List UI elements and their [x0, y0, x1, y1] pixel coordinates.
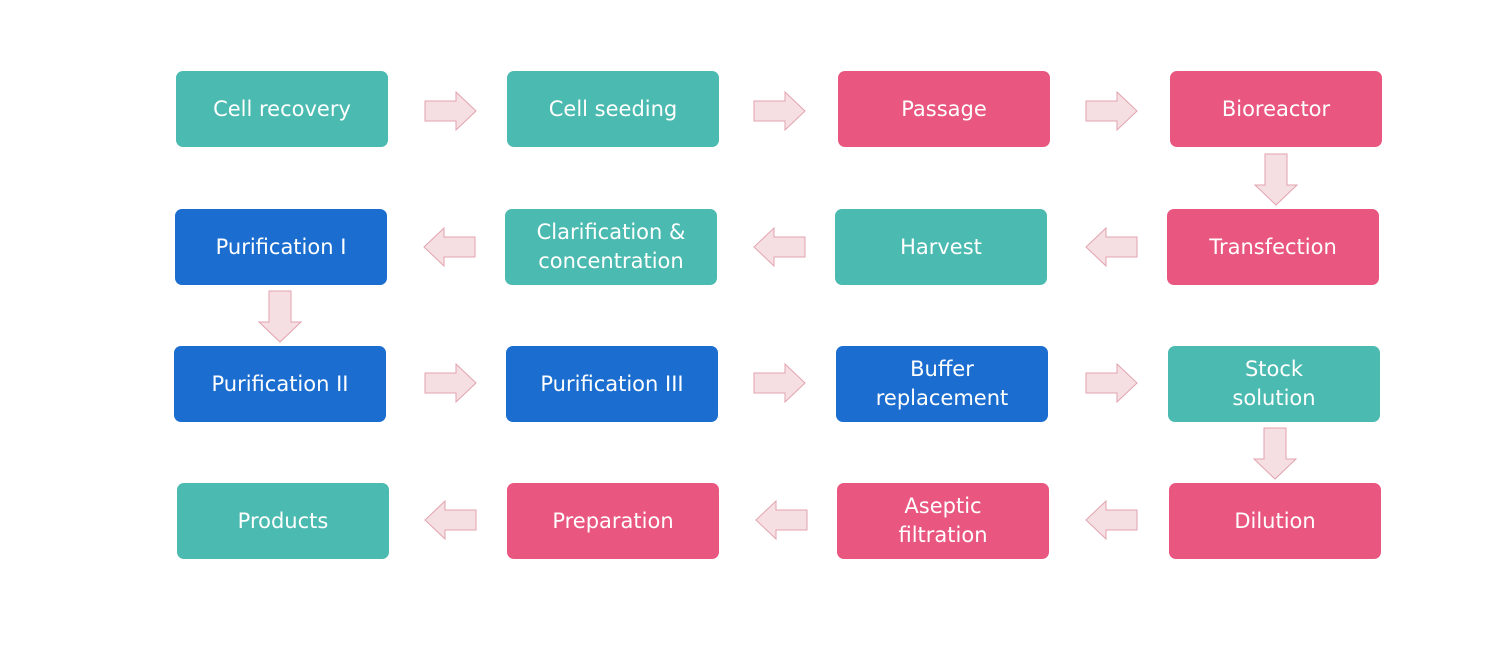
- step-cell-seeding: Cell seeding: [507, 71, 719, 147]
- step-label: Passage: [901, 96, 987, 121]
- step-products: Products: [177, 483, 389, 559]
- step-purification-1: Purification I: [175, 209, 387, 285]
- step-label: Cell recovery: [213, 96, 351, 121]
- arrow-right-icon: [753, 363, 806, 403]
- step-label: Cell seeding: [548, 96, 678, 121]
- arrow-right-icon: [753, 91, 806, 131]
- arrow-left-icon: [753, 227, 806, 267]
- step-label: Buffer replacement: [875, 357, 1009, 410]
- step-dilution: Dilution: [1169, 483, 1381, 559]
- step-label: Products: [237, 508, 329, 533]
- arrow-right-icon: [424, 363, 477, 403]
- arrow-left-icon: [1085, 227, 1138, 267]
- step-label: Bioreactor: [1221, 96, 1331, 121]
- step-label: Purification III: [540, 371, 684, 396]
- step-label: Purification I: [215, 234, 347, 259]
- arrow-down-icon: [1253, 427, 1297, 480]
- step-label: Dilution: [1234, 508, 1316, 533]
- step-clarification-concentration: Clarification & concentration: [505, 209, 717, 285]
- step-buffer-replacement: Buffer replacement: [836, 346, 1048, 422]
- arrow-down-icon: [258, 290, 302, 343]
- step-preparation: Preparation: [507, 483, 719, 559]
- arrow-left-icon: [424, 500, 477, 540]
- arrow-down-icon: [1254, 153, 1298, 206]
- step-purification-2: Purification II: [174, 346, 386, 422]
- arrow-right-icon: [1085, 363, 1138, 403]
- arrow-right-icon: [424, 91, 477, 131]
- step-label: Clarification & concentration: [536, 220, 686, 273]
- step-cell-recovery: Cell recovery: [176, 71, 388, 147]
- step-label: Harvest: [900, 234, 982, 259]
- step-transfection: Transfection: [1167, 209, 1379, 285]
- step-stock-solution: Stock solution: [1168, 346, 1380, 422]
- step-label: Aseptic filtration: [898, 494, 988, 547]
- step-purification-3: Purification III: [506, 346, 718, 422]
- arrow-left-icon: [755, 500, 808, 540]
- step-harvest: Harvest: [835, 209, 1047, 285]
- arrow-right-icon: [1085, 91, 1138, 131]
- step-label: Transfection: [1209, 234, 1337, 259]
- arrow-left-icon: [1085, 500, 1138, 540]
- step-label: Stock solution: [1232, 357, 1316, 410]
- step-label: Preparation: [552, 508, 674, 533]
- step-aseptic-filtration: Aseptic filtration: [837, 483, 1049, 559]
- step-label: Purification II: [211, 371, 349, 396]
- arrow-left-icon: [423, 227, 476, 267]
- step-bioreactor: Bioreactor: [1170, 71, 1382, 147]
- step-passage: Passage: [838, 71, 1050, 147]
